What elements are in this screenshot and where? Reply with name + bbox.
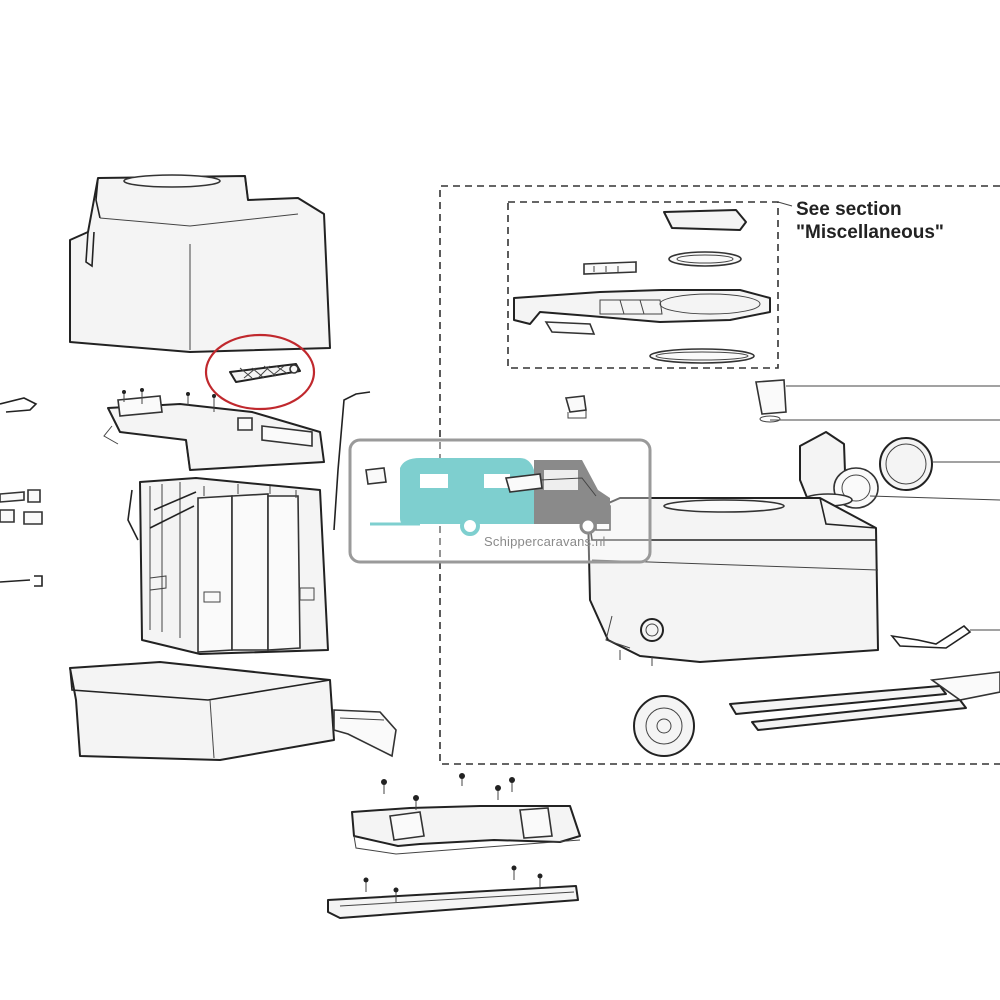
- left-edge-parts: [0, 397, 43, 587]
- base-plate: [327, 865, 579, 919]
- callout-circle: [204, 333, 316, 411]
- top-cover: [69, 174, 331, 353]
- highlighted-part-callout: [204, 333, 316, 411]
- bottom-tray: [69, 661, 397, 761]
- miscellaneous-dashed-box: [507, 201, 779, 369]
- pump-assembly-top: [103, 388, 325, 471]
- highlighted-small-part: [229, 363, 301, 383]
- tank-handle-rods: [729, 671, 1000, 731]
- tank-bracket: [890, 624, 972, 649]
- mounting-frame: [351, 773, 581, 855]
- flush-hose: [333, 391, 371, 531]
- section-note-line1: See section: [796, 199, 902, 220]
- right-assembly-dashed-box: [439, 185, 1000, 765]
- fittings-over-watermark: [365, 467, 597, 497]
- waste-tank: [587, 497, 879, 666]
- tank-module: [127, 477, 329, 655]
- miscellaneous-section-note: See section "Miscellaneous": [796, 198, 944, 244]
- miscellaneous-parts: [513, 209, 771, 364]
- caravan-logo-icon: [370, 458, 610, 536]
- tank-wheel: [633, 695, 695, 757]
- watermark-text: Schippercaravans.nl: [484, 534, 606, 549]
- section-note-line2: "Miscellaneous": [796, 222, 944, 243]
- watermark: [348, 438, 652, 564]
